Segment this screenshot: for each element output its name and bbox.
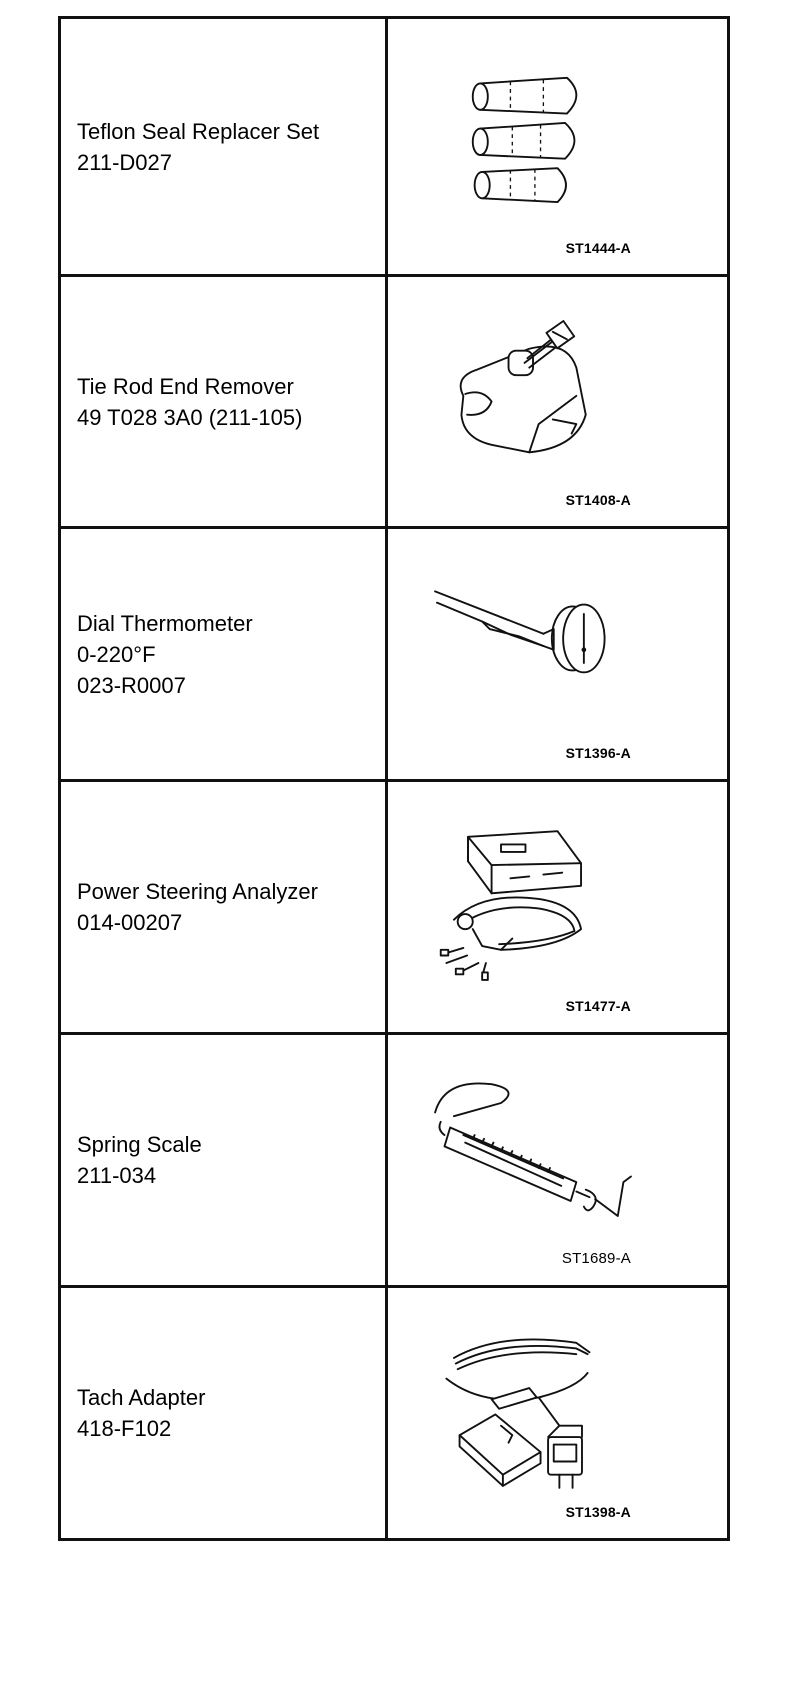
tool-row: Tach Adapter 418-F102 ST1398-A xyxy=(58,1285,730,1541)
seal-replacer-icon xyxy=(471,76,578,203)
tool-illustration-cell: ST1396-A xyxy=(385,526,730,782)
tool-number: 418-F102 xyxy=(77,1416,172,1441)
tool-number: 211-034 xyxy=(77,1163,157,1188)
tool-name-cell: Teflon Seal Replacer Set 211-D027 xyxy=(58,16,388,277)
tool-name: Tie Rod End Remover xyxy=(77,373,294,399)
tool-illustration-cell: ST1477-A xyxy=(385,779,730,1035)
tool-number: 49 T028 3A0 (211-105) xyxy=(77,404,303,430)
special-tools-table: Teflon Seal Replacer Set 211-D027 xyxy=(58,16,730,1541)
tool-illustration-cell: ST1398-A xyxy=(385,1285,730,1541)
tool-illustration-cell: ST1408-A xyxy=(385,274,730,529)
tool-name-cell: Dial Thermometer 0-220°F 023-R0007 xyxy=(58,526,388,782)
tie-rod-remover-icon xyxy=(459,320,587,454)
tool-row: Power Steering Analyzer 014-00207 ST1477… xyxy=(58,779,730,1035)
tool-spec: 0-220°F xyxy=(77,641,156,667)
spring-scale-icon xyxy=(434,1082,632,1217)
tool-illustration-cell: ST1689-A xyxy=(385,1032,730,1288)
tool-row: Teflon Seal Replacer Set 211-D027 xyxy=(58,16,730,277)
illustration-code: ST1477-A xyxy=(565,998,631,1014)
tool-name-cell: Tach Adapter 418-F102 xyxy=(58,1285,388,1541)
illustration-code: ST1444-A xyxy=(565,240,631,256)
tool-number: 023-R0007 xyxy=(77,672,186,698)
tool-number: 014-00207 xyxy=(77,910,183,935)
tool-name: Power Steering Analyzer xyxy=(77,879,318,904)
illustration-code: ST1689-A xyxy=(561,1250,631,1267)
tool-name-cell: Power Steering Analyzer 014-00207 xyxy=(58,779,388,1035)
tool-row: Dial Thermometer 0-220°F 023-R0007 ST139… xyxy=(58,526,730,782)
illustration-code: ST1396-A xyxy=(565,745,631,761)
tool-name: Teflon Seal Replacer Set xyxy=(77,118,320,144)
tool-name-cell: Tie Rod End Remover 49 T028 3A0 (211-105… xyxy=(58,274,388,529)
tool-name-cell: Spring Scale 211-034 xyxy=(58,1032,388,1288)
tool-illustration-cell: ST1444-A xyxy=(385,16,730,277)
illustration-code: ST1398-A xyxy=(565,1504,631,1520)
tool-row: Tie Rod End Remover 49 T028 3A0 (211-105… xyxy=(58,274,730,529)
power-steering-analyzer-icon xyxy=(439,830,582,981)
dial-thermometer-icon xyxy=(434,590,606,674)
tool-name: Spring Scale xyxy=(77,1132,202,1157)
tach-adapter-icon xyxy=(445,1338,591,1489)
tool-name: Tach Adapter xyxy=(77,1385,206,1410)
tool-number: 211-D027 xyxy=(77,149,172,175)
tool-row: Spring Scale 211-034 ST1689-A xyxy=(58,1032,730,1288)
illustration-code: ST1408-A xyxy=(565,492,631,508)
tool-name: Dial Thermometer xyxy=(77,610,253,636)
